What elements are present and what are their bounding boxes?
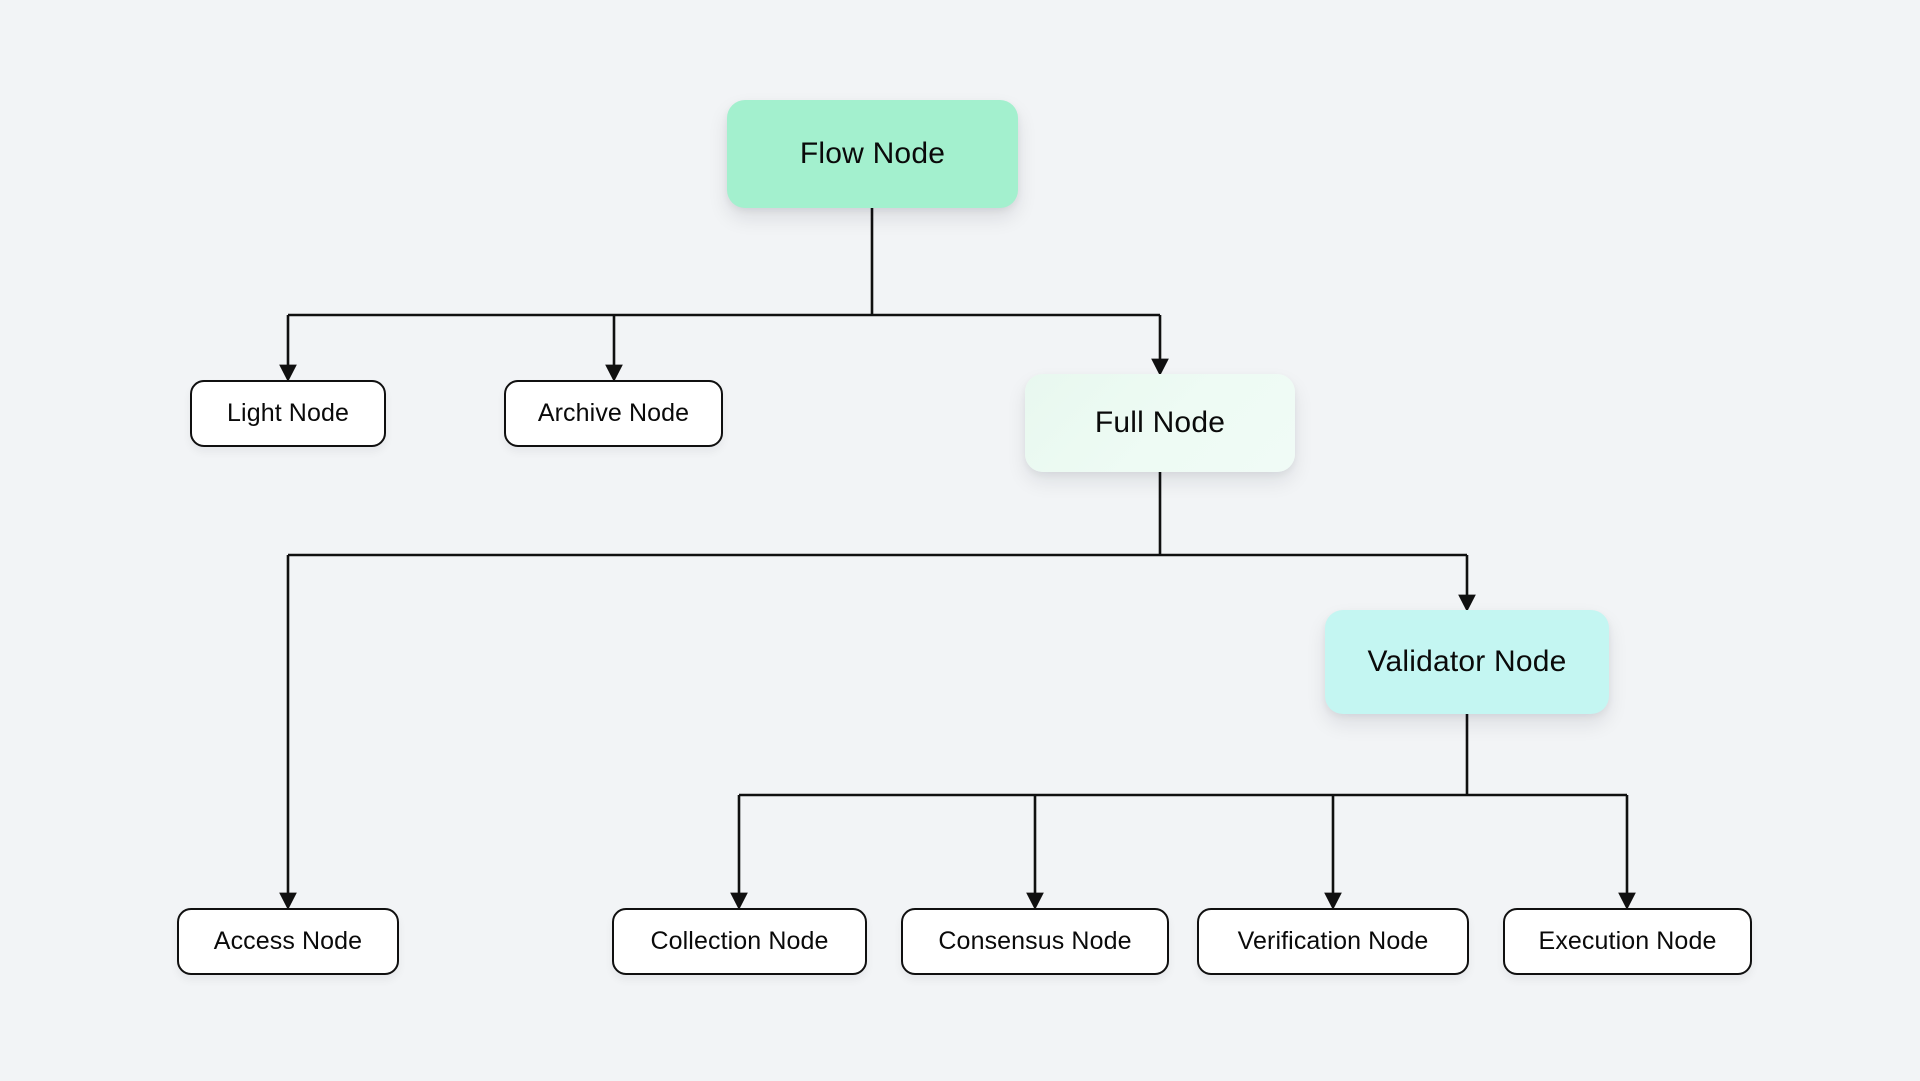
node-label: Flow Node [799,137,946,170]
node-flow-node[interactable]: Flow Node [727,100,1018,208]
node-label: Full Node [1094,406,1226,439]
node-light-node[interactable]: Light Node [190,380,386,447]
node-archive-node[interactable]: Archive Node [504,380,723,447]
node-label: Verification Node [1237,927,1429,955]
node-consensus-node[interactable]: Consensus Node [901,908,1169,975]
node-label: Archive Node [537,399,690,427]
node-execution-node[interactable]: Execution Node [1503,908,1752,975]
node-label: Collection Node [650,927,829,955]
node-label: Consensus Node [938,927,1132,955]
node-label: Execution Node [1538,927,1717,955]
node-collection-node[interactable]: Collection Node [612,908,867,975]
node-validator-node[interactable]: Validator Node [1325,610,1609,714]
node-label: Light Node [227,399,349,427]
node-verification-node[interactable]: Verification Node [1197,908,1469,975]
node-label: Access Node [213,927,363,955]
node-full-node[interactable]: Full Node [1025,374,1295,472]
node-label: Validator Node [1367,645,1567,678]
node-access-node[interactable]: Access Node [177,908,399,975]
